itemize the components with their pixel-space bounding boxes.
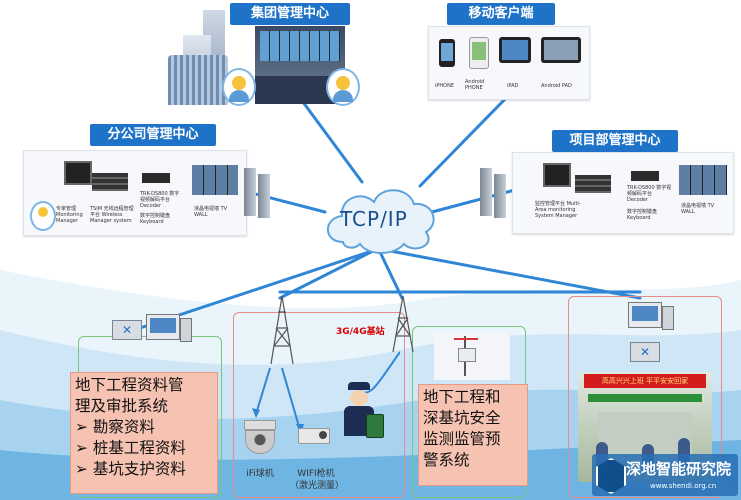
server-rack-icon — [575, 175, 611, 193]
mobile-label-android-phone: Android PHONE — [465, 79, 485, 91]
cloud-label: TCP/IP — [340, 207, 408, 231]
project-label-manager: 监控管理平台 Multi-Area monitoring System Mana… — [535, 201, 581, 219]
logo-url: www.shendi.org.cn — [650, 482, 717, 490]
project-label-keyboard: 数字控制键盘 Keyboard — [627, 209, 658, 221]
mobile-label-ipad: iPAD — [507, 83, 519, 89]
group-buildings — [168, 10, 248, 105]
operator-avatar-right — [326, 68, 360, 106]
pc-workstation-icon — [543, 163, 571, 187]
logo-emblem-icon — [596, 458, 626, 494]
ipad-device — [499, 37, 531, 63]
callout-middle-line-3: 监测监管预 — [423, 430, 501, 448]
arrow-bullet-icon: ➢ — [75, 460, 93, 478]
callout-data-management: 地下工程资料管 理及审批系统 ➢ 勘察资料 ➢ 桩基工程资料 ➢ 基坑支护资料 — [70, 372, 218, 494]
group-control-room — [255, 26, 345, 104]
operator-avatar-branch — [30, 201, 56, 231]
server-rack-icon — [92, 173, 128, 191]
project-pc-tower-icon — [662, 306, 674, 330]
tcp-ip-cloud — [326, 189, 435, 254]
institute-logo: 深地智能研究院 www.shendi.org.cn — [592, 454, 738, 496]
monitoring-station-panel — [434, 332, 510, 380]
decoder-icon — [142, 173, 170, 183]
project-switch-icon: ✕ — [630, 342, 660, 362]
site-box-project — [568, 296, 722, 498]
callout-middle-line-4: 警系统 — [423, 451, 470, 469]
branch-center-title: 分公司管理中心 — [90, 124, 216, 146]
handheld-device-icon — [366, 414, 384, 438]
gun-camera-icon — [298, 428, 330, 444]
android-pad-device — [541, 37, 581, 63]
project-devices-panel: 监控管理平台 Multi-Area monitoring System Mana… — [512, 152, 734, 234]
project-label-decoder: TRK-DS800 数字视频解码平台 Decoder — [627, 185, 672, 203]
camera-label-dome: iFi球机 — [246, 469, 274, 479]
branch-label-wireless: TSIM 无线远程管理平台 Wireless Manager system — [90, 206, 134, 224]
site-banner: 高高兴兴上班 平平安安回家 — [584, 374, 706, 388]
base-station-tower — [392, 296, 414, 353]
project-label-tvwall: 液晶电视墙 TV WALL — [681, 203, 715, 215]
branch-label-manager: 专家管理 Monitoring Manager — [56, 206, 83, 224]
network-switch-icon: ✕ — [112, 320, 142, 340]
camera-label-gun-1: WIFI枪机 — [297, 469, 335, 479]
dome-camera-icon — [244, 420, 276, 454]
project-center-title: 项目部管理中心 — [552, 130, 678, 152]
base-station-label: 3G/4G基站 — [336, 327, 385, 337]
callout-middle-line-2: 深基坑安全 — [423, 409, 501, 427]
callout-left-heading-1: 地下工程资料管 — [75, 376, 184, 394]
mobile-devices-panel: iPHONE Android PHONE iPAD Android PAD — [428, 26, 590, 100]
callout-left-item: ➢ 勘察资料 — [75, 418, 155, 436]
arrow-bullet-icon: ➢ — [75, 418, 93, 436]
iphone-device — [439, 39, 455, 67]
mobile-label-iphone: iPHONE — [435, 83, 454, 89]
decoder-icon — [631, 171, 659, 181]
operator-avatar-left — [222, 68, 256, 106]
arrow-bullet-icon: ➢ — [75, 439, 93, 457]
android-phone-device — [469, 37, 489, 69]
tv-wall-icon — [192, 165, 238, 195]
branch-label-decoder: TRK-DS800 数字视频解码平台 Decoder — [140, 191, 180, 209]
pc-tower-icon — [180, 318, 192, 342]
callout-left-heading-2: 理及审批系统 — [75, 397, 169, 415]
callout-middle-line-1: 地下工程和 — [423, 388, 501, 406]
site-box-cameras — [233, 312, 405, 498]
branch-servers — [244, 168, 274, 218]
security-guard-icon — [342, 382, 376, 442]
pc-workstation-icon — [64, 161, 92, 185]
tv-wall-icon — [679, 165, 727, 195]
project-servers — [480, 168, 510, 218]
project-pc-monitor-icon — [628, 302, 662, 328]
branch-label-tvwall: 液晶电视墙 TV WALL — [194, 206, 228, 218]
callout-left-item: ➢ 基坑支护资料 — [75, 460, 186, 478]
branch-devices-panel: 专家管理 Monitoring Manager TSIM 无线远程管理平台 Wi… — [23, 150, 247, 236]
logo-name: 深地智能研究院 — [626, 460, 732, 478]
camera-label-gun-2: （激光测量） — [290, 481, 345, 491]
mobile-client-title: 移动客户端 — [447, 3, 555, 25]
callout-left-item: ➢ 桩基工程资料 — [75, 439, 186, 457]
callout-safety-monitoring: 地下工程和 深基坑安全 监测监管预 警系统 — [418, 384, 528, 486]
wifi-tower-left — [270, 296, 294, 365]
branch-label-keyboard: 数字控制键盘 Keyboard — [140, 213, 171, 225]
pc-monitor-icon — [146, 314, 180, 340]
mobile-label-android-pad: Android PAD — [541, 83, 572, 89]
group-center-title: 集团管理中心 — [230, 3, 350, 25]
